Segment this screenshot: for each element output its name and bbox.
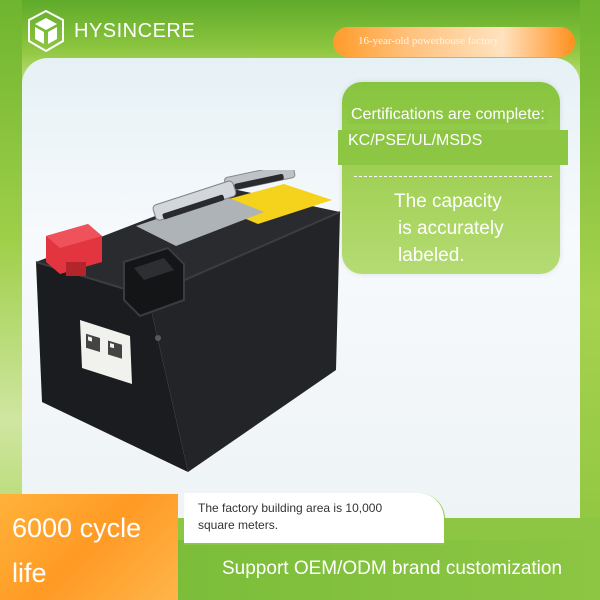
factory-age-text: 16-year-old powerhouse factory — [358, 35, 499, 47]
oem-odm-text: Support OEM/ODM brand customization — [222, 558, 563, 579]
card-divider — [354, 176, 552, 177]
cube-logo-icon — [28, 9, 64, 53]
capacity-line-2: is accurately — [398, 218, 504, 239]
capacity-line-3: labeled. — [398, 245, 465, 266]
left-frame — [0, 0, 22, 600]
right-frame — [580, 0, 600, 600]
certification-list: KC/PSE/UL/MSDS — [338, 130, 568, 165]
cycle-life-line-2: life — [12, 558, 47, 588]
capacity-line-1: The capacity — [394, 191, 502, 212]
cycle-life-line-1: 6000 cycle — [12, 513, 142, 543]
battery-product-image — [28, 163, 348, 485]
certification-title: Certifications are complete: — [348, 106, 548, 124]
cycle-life-text: 6000 cycle life — [12, 506, 172, 596]
cycle-life-badge — [0, 494, 178, 600]
customization-banner — [170, 540, 600, 600]
brand-name: HYSINCERE — [74, 20, 196, 42]
capacity-statement: The capacity is accurately labeled. — [380, 188, 530, 269]
factory-area-card — [184, 493, 445, 545]
factory-area-text: The factory building area is 10,000 squa… — [198, 501, 383, 532]
factory-age-badge — [333, 27, 575, 57]
